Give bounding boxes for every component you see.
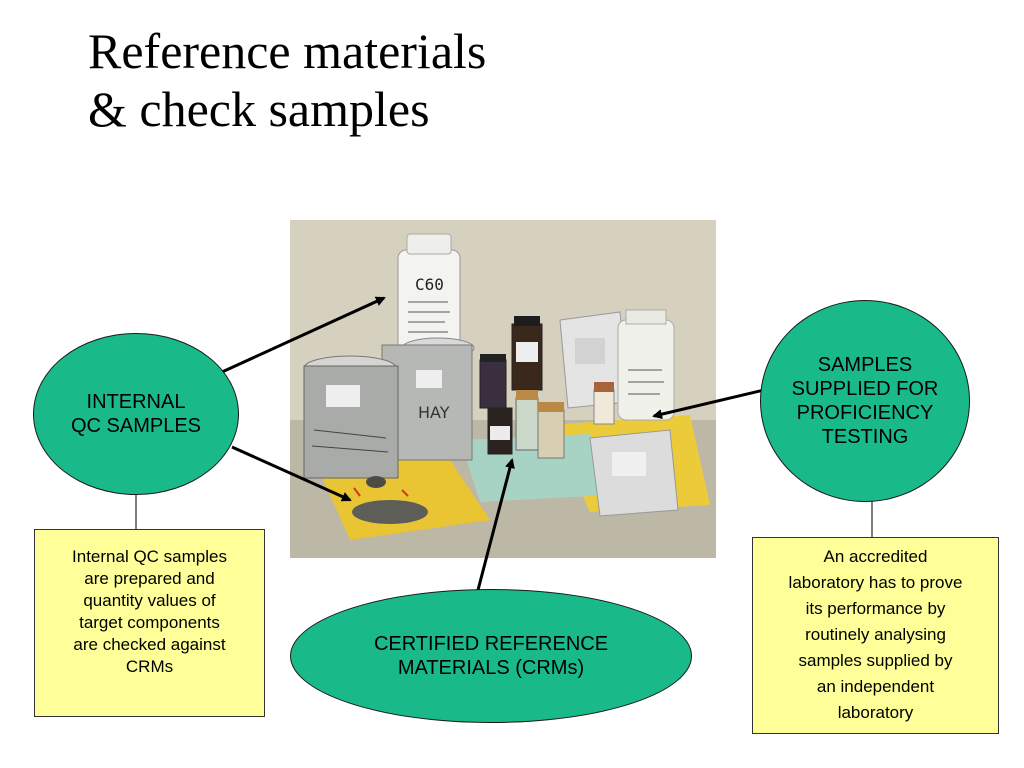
proficiency-note-line: its performance by [805,599,946,618]
internal-qc-note-line: quantity values of [83,591,216,610]
proficiency-line-1: SAMPLES [817,354,913,376]
internal-qc-note: Internal QC samples are prepared and qua… [34,529,265,717]
internal-qc-line-1: INTERNAL [86,391,186,413]
proficiency-oval: SAMPLES SUPPLIED FOR PROFICIENCY TESTING [760,300,970,502]
photo-label-hay: HAY [418,403,450,422]
internal-qc-line-2: QC SAMPLES [70,415,202,437]
proficiency-note-line: samples supplied by [798,651,953,670]
slide-title: Reference materials & check samples [88,22,486,138]
proficiency-line-2: SUPPLIED FOR [791,378,939,400]
proficiency-line-4: TESTING [821,426,909,448]
proficiency-line-3: PROFICIENCY [796,402,934,424]
crm-line-1: CERTIFIED REFERENCE [373,633,609,655]
arrow-to-c60-bottle [221,296,386,374]
internal-qc-note-line: are prepared and [84,569,215,588]
crm-oval: CERTIFIED REFERENCE MATERIALS (CRMs) [290,589,692,723]
arrow-to-spilled-sample [231,445,352,502]
internal-qc-note-line: target components [79,613,220,632]
crm-line-2: MATERIALS (CRMs) [397,657,585,679]
internal-qc-oval: INTERNAL QC SAMPLES [33,333,239,495]
internal-qc-note-line: are checked against [73,635,226,654]
proficiency-note-line: laboratory [837,703,914,722]
arrow-to-proficiency-sample [652,388,765,420]
title-line-1: Reference materials [88,23,487,79]
proficiency-note-line: an independent [816,677,935,696]
internal-qc-note-line: CRMs [125,657,174,676]
photo-label-c60: C60 [415,275,444,294]
proficiency-note-line: routinely analysing [805,625,946,644]
proficiency-note-line: laboratory has to prove [788,573,963,592]
proficiency-note-line: An accredited [823,547,928,566]
proficiency-note: An accredited laboratory has to prove it… [752,537,999,734]
arrow-to-crm-jars [476,458,515,591]
title-line-2: & check samples [88,81,430,137]
internal-qc-note-line: Internal QC samples [72,547,227,566]
